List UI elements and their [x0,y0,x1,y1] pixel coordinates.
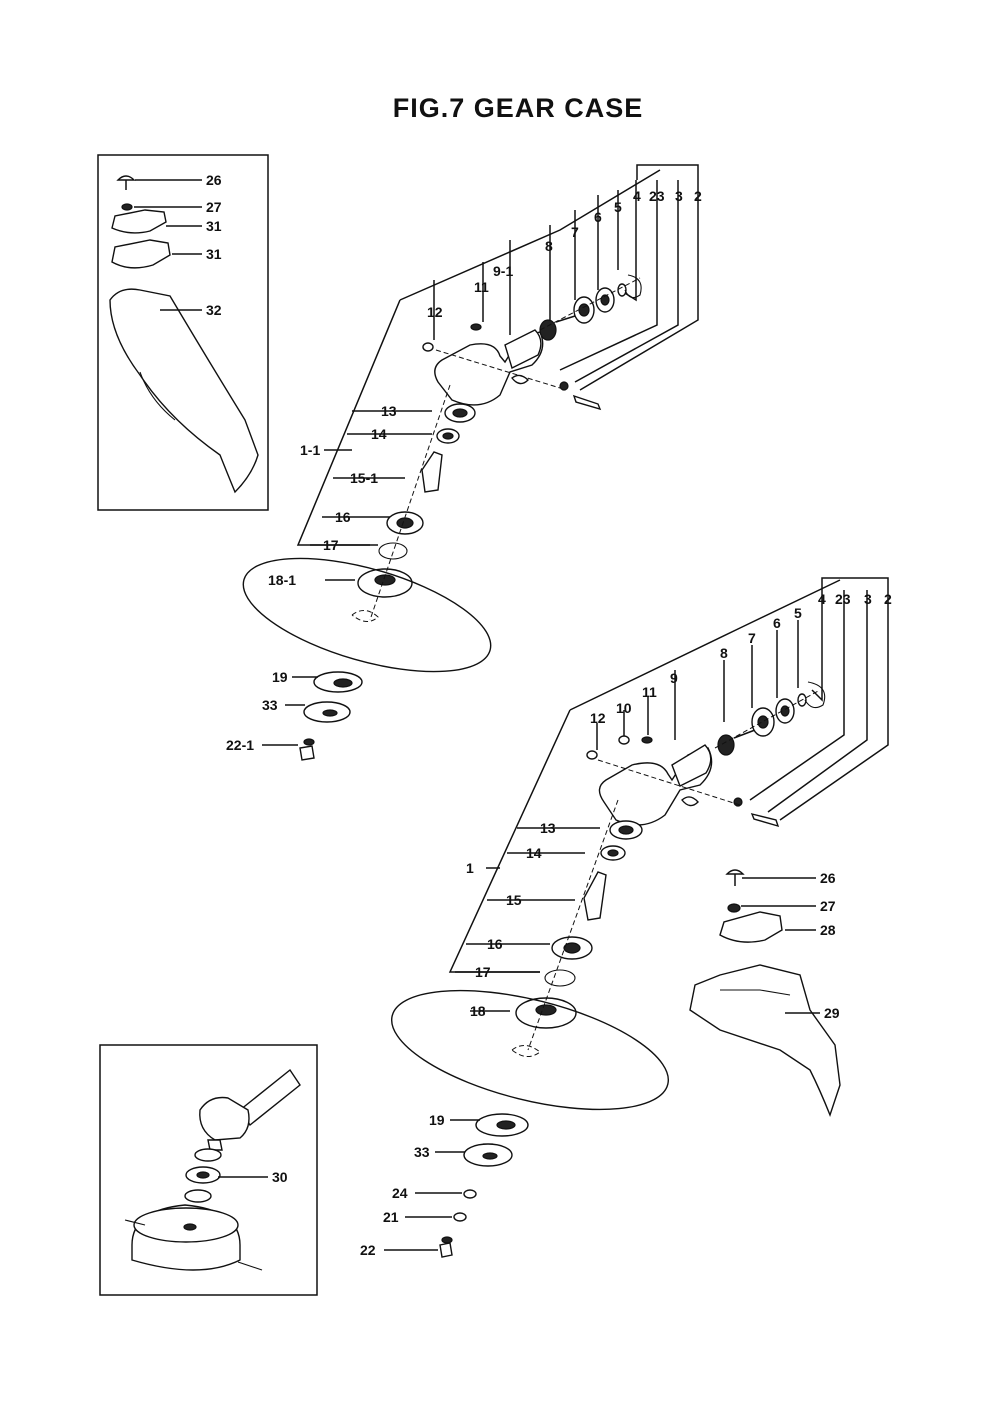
callout-label: 31 [206,246,222,262]
screw-icon [725,869,745,875]
callout-label: 12 [427,304,443,320]
guard-icon [689,964,841,1118]
callout-label: 18 [470,1003,486,1019]
inset-top-left: 26 27 31 31 32 [97,154,269,511]
snap-ring-icon [624,274,642,299]
callout-label: 33 [414,1144,430,1160]
callout-label: 16 [335,509,351,525]
callout-label: 23 [835,591,851,607]
callout-label: 8 [720,645,728,661]
callout-label: 17 [475,964,491,980]
callout-label: 3 [675,188,683,204]
blade-icon [390,989,670,1111]
clamp-icon [719,911,783,943]
washer-icon [463,1189,477,1199]
callout-label: 9-1 [493,263,513,279]
callout-label: 1-1 [300,442,320,458]
callout-label: 22-1 [226,737,254,753]
bolt-icon [299,745,315,761]
gear-case-icon [199,1096,250,1141]
blade-icon [242,557,492,673]
callout-label: 4 [633,188,641,204]
callout-label: 9 [670,670,678,686]
snap-ring-icon [378,542,408,560]
washer-icon [184,1189,212,1203]
figure-title: FIG.7 GEAR CASE [393,93,644,123]
callout-label: 16 [487,936,503,952]
bolt-icon [439,1242,453,1258]
screw-icon [116,175,136,181]
clamp-lower-icon [111,239,171,269]
callout-label: 21 [383,1209,399,1225]
callout-label: 4 [818,591,826,607]
callout-label: 5 [794,605,802,621]
callout-label: 26 [206,172,222,188]
callout-label: 3 [864,591,872,607]
callout-label: 6 [594,209,602,225]
lower-assembly: 4 23 3 2 12 10 11 9 8 7 6 5 13 1 14 15 1… [360,577,892,1258]
washer-icon [121,203,133,211]
inset-frame [99,1044,318,1296]
washer-icon [727,903,741,913]
snap-ring-icon [544,969,576,987]
guard-icon [109,288,259,494]
spindle-icon [421,451,443,493]
bolt-icon [422,342,434,352]
snap-ring-icon [804,681,826,709]
callout-label: 18-1 [268,572,296,588]
callout-label: 14 [526,845,542,861]
callout-label: 10 [616,700,632,716]
callout-label: 33 [262,697,278,713]
callout-label: 5 [614,199,622,215]
callout-label: 27 [820,898,836,914]
callout-label: 15-1 [350,470,378,486]
callout-label: 8 [545,238,553,254]
callout-label: 27 [206,199,222,215]
blade-guard-right: 26 27 28 29 [689,869,841,1118]
callout-label: 29 [824,1005,840,1021]
callout-label: 7 [571,224,579,240]
screw-icon [641,736,653,744]
callout-label: 32 [206,302,222,318]
callout-label: 23 [649,188,665,204]
inset-frame [97,154,269,511]
pinion-gear-icon [539,319,557,341]
pinion-gear-icon [717,734,735,756]
callout-label: 26 [820,870,836,886]
callout-label: 13 [540,820,556,836]
callout-label: 6 [773,615,781,631]
callout-label: 24 [392,1185,408,1201]
callout-label: 12 [590,710,606,726]
callout-label: 7 [748,630,756,646]
callout-label: 30 [272,1169,288,1185]
spindle-icon [583,871,607,921]
upper-assembly: 4 23 3 2 12 11 9-1 8 7 6 5 13 1-1 14 15-… [226,164,702,761]
washer-icon [453,1212,467,1222]
callout-label: 11 [474,279,489,295]
callout-label: 31 [206,218,222,234]
callout-label: 14 [371,426,387,442]
callout-label: 13 [381,403,397,419]
callout-label: 28 [820,922,836,938]
callout-label: 19 [429,1112,445,1128]
callout-label: 2 [884,591,892,607]
callout-label: 19 [272,669,288,685]
callout-label: 22 [360,1242,376,1258]
plug-icon [618,735,630,745]
inset-bottom-left: 30 [99,1044,318,1296]
clamp-upper-icon [111,209,167,234]
screw-icon [470,323,482,331]
callout-label: 17 [323,537,339,553]
bolt-icon [586,750,598,760]
callout-label: 15 [506,892,522,908]
callout-label: 11 [642,684,657,700]
callout-label: 2 [694,188,702,204]
washer-icon [194,1148,222,1162]
callout-label: 1 [466,860,474,876]
